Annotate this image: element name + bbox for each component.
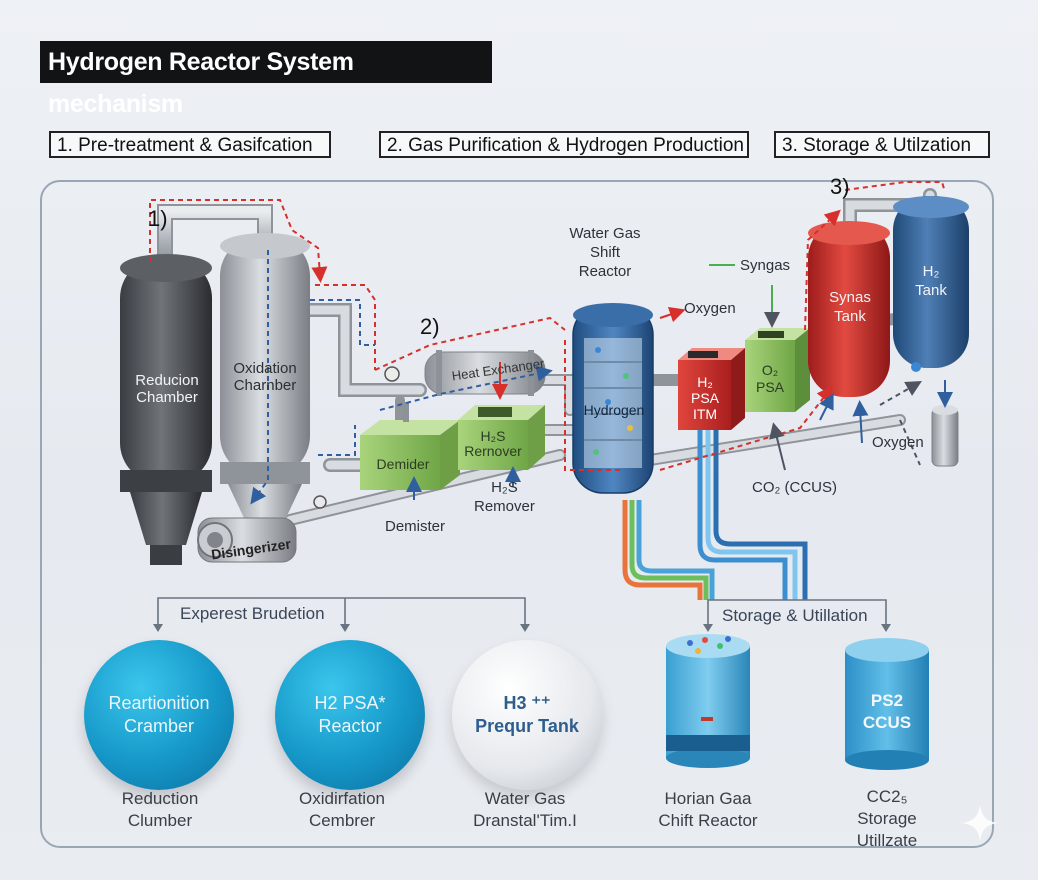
stage-label-purification: 2. Gas Purification & Hydrogen Productio… xyxy=(379,131,749,158)
cylinder-horian xyxy=(666,634,750,768)
o2-psa-unit xyxy=(745,328,810,412)
h2-tank xyxy=(893,196,969,372)
demister-box-label: Demider xyxy=(376,456,430,472)
hydrogen-column-label: Hydrogen xyxy=(583,402,645,418)
circle-prequr-tank: H3 ⁺⁺Prequr Tank xyxy=(452,640,602,790)
oxygen-cylinder xyxy=(931,405,959,467)
h2s-remover-unit xyxy=(458,405,545,470)
marker-1: 1) xyxy=(148,206,168,231)
reduction-chamber xyxy=(120,254,212,565)
sparkle-icon xyxy=(962,805,998,841)
section-label-left: Experest Brudetion xyxy=(180,604,325,623)
demister-unit xyxy=(360,402,460,490)
h2-psa-itm-unit xyxy=(678,348,745,430)
disingerizer xyxy=(197,495,327,563)
co2-label: CO₂ (CCUS) xyxy=(752,479,837,496)
oxygen-label-top: Oxygen xyxy=(684,300,736,317)
syngas-label: Syngas xyxy=(740,257,791,274)
solid-arrows xyxy=(406,264,953,500)
bottom-connectors xyxy=(157,597,887,628)
heat-exchanger xyxy=(384,350,546,396)
syngas-tank xyxy=(808,221,890,397)
page-title: Hydrogen Reactor System mechanism xyxy=(40,41,492,118)
demister-label: Demister xyxy=(385,518,446,535)
water-gas-shift-column xyxy=(572,303,654,494)
section-label-right: Storage & Utillation xyxy=(722,606,868,625)
flow-lines xyxy=(149,181,946,505)
system-frame xyxy=(40,180,994,848)
utility-tubes xyxy=(622,430,808,600)
marker-3: 3) xyxy=(830,174,850,199)
bottom-connector-arrowheads xyxy=(153,624,891,632)
marker-2: 2) xyxy=(420,314,440,339)
circle-h2-psa-reactor: H2 PSA*Reactor xyxy=(275,640,425,790)
stage-label-pretreatment: 1. Pre-treatment & Gasifcation xyxy=(49,131,331,158)
oxygen-label-bottom: Oxygen xyxy=(872,434,924,451)
h2-psa-itm-label: H₂ PSA ITM xyxy=(690,374,719,422)
cylinder-ps2-ccus xyxy=(845,638,929,770)
water-gas-shift-label: Water Gas Shift Reactor xyxy=(569,225,641,280)
stage-label-storage: 3. Storage & Utilzation xyxy=(774,131,990,158)
